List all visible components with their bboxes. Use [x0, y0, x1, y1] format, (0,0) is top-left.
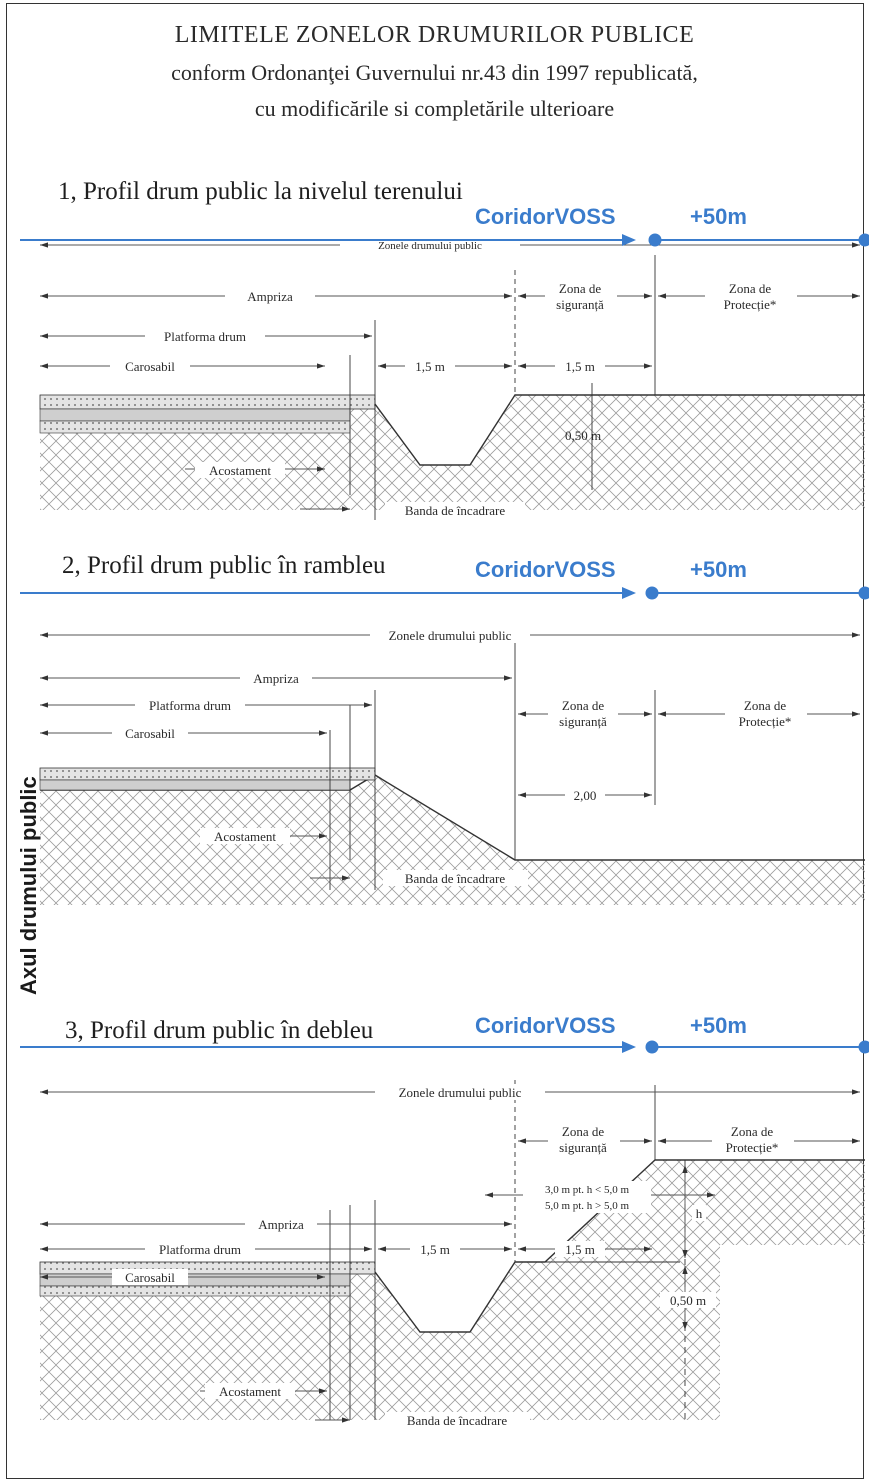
p3-h-label: h — [696, 1206, 703, 1221]
p3-zones-label: Zonele drumului public — [399, 1085, 522, 1100]
p2-platforma-label: Platforma drum — [149, 698, 231, 713]
p3-protect-label-2: Protecție* — [726, 1140, 779, 1155]
p2-dim-a: 2,00 — [574, 788, 597, 803]
p3-safety-label-2: siguranță — [559, 1140, 607, 1155]
corridor-node-1a — [648, 233, 662, 247]
p1-dim-c: 0,50 m — [565, 428, 601, 443]
profile-3-ground — [40, 1160, 865, 1420]
corridor-node-3b — [858, 1040, 869, 1054]
corridor-node-2a — [645, 586, 659, 600]
p3-dim-a: 1,5 m — [420, 1242, 450, 1257]
p2-protect-label-2: Protecție* — [739, 714, 792, 729]
p2-zones-label: Zonele drumului public — [389, 628, 512, 643]
profile-3-heading: 3, Profil drum public în debleu — [65, 1017, 374, 1044]
p3-dim-c: 0,50 m — [670, 1293, 706, 1308]
profile-2-drawing: Zonele drumului public Ampriza Platforma… — [39, 627, 865, 905]
profile-1-pavement — [39, 394, 376, 410]
p1-ampriza-label: Ampriza — [247, 289, 293, 304]
corridor-node-2b — [858, 586, 869, 600]
p1-platforma-label: Platforma drum — [164, 329, 246, 344]
corridor-overlay-3 — [20, 1040, 869, 1054]
p3-acostament-label: Acostament — [219, 1384, 281, 1399]
corridor-node-1b — [858, 233, 869, 247]
p1-dim-a: 1,5 m — [415, 359, 445, 374]
extension-label-2: +50m — [690, 557, 747, 582]
p2-banda-label: Banda de încadrare — [405, 871, 506, 886]
p3-note-1: 3,0 m pt. h < 5,0 m — [545, 1184, 630, 1196]
p1-protect-label-2: Protecție* — [724, 297, 777, 312]
profile-2-pavement — [39, 767, 376, 781]
p2-safety-label-2: siguranță — [559, 714, 607, 729]
main-title: LIMITELE ZONELOR DRUMURILOR PUBLICE — [174, 22, 695, 48]
p3-safety-label-1: Zona de — [562, 1124, 604, 1139]
p2-acostament-label: Acostament — [214, 829, 276, 844]
page-frame — [6, 3, 864, 1479]
p2-safety-label-1: Zona de — [562, 698, 604, 713]
profile-1-drawing: Zonele drumului public Ampriza Zona de s… — [39, 238, 865, 520]
p3-note-2: 5,0 m pt. h > 5,0 m — [545, 1200, 630, 1212]
extension-label-1: +50m — [690, 204, 747, 229]
profile-3-drawing: Zonele drumului public Zona de siguranță… — [39, 1080, 865, 1428]
p1-protect-label-1: Zona de — [729, 281, 771, 296]
p3-banda-label: Banda de încadrare — [407, 1413, 508, 1428]
profile-1-heading: 1, Profil drum public la nivelul terenul… — [58, 178, 463, 205]
profile-2-ground — [40, 775, 865, 905]
subtitle-amendments: cu modificările si completările ulterioa… — [254, 96, 615, 121]
p3-dim-b: 1,5 m — [565, 1242, 595, 1257]
corridor-label-2: CoridorVOSS — [475, 557, 616, 582]
p1-banda-label: Banda de încadrare — [405, 503, 506, 518]
subtitle-ordinance: conform Ordonanţei Guvernului nr.43 din … — [171, 60, 698, 85]
p1-carosabil-label: Carosabil — [125, 359, 175, 374]
profile-3-pavement — [39, 1261, 376, 1275]
p1-dim-b: 1,5 m — [565, 359, 595, 374]
p3-platforma-label: Platforma drum — [159, 1242, 241, 1257]
corridor-overlay-1 — [20, 233, 869, 247]
p1-acostament-label: Acostament — [209, 463, 271, 478]
profile-2-heading: 2, Profil drum public în rambleu — [62, 552, 386, 579]
p2-protect-label-1: Zona de — [744, 698, 786, 713]
p2-ampriza-label: Ampriza — [253, 671, 299, 686]
corridor-label-1: CoridorVOSS — [475, 204, 616, 229]
corridor-node-3a — [645, 1040, 659, 1054]
p1-zones-label: Zonele drumului public — [378, 240, 482, 252]
extension-label-3: +50m — [690, 1013, 747, 1038]
p2-carosabil-label: Carosabil — [125, 726, 175, 741]
p3-ampriza-label: Ampriza — [258, 1217, 304, 1232]
corridor-overlay-2 — [20, 586, 869, 600]
p3-carosabil-label: Carosabil — [125, 1270, 175, 1285]
corridor-label-3: CoridorVOSS — [475, 1013, 616, 1038]
p1-safety-label-1: Zona de — [559, 281, 601, 296]
p1-safety-label-2: siguranță — [556, 297, 604, 312]
p3-protect-label-1: Zona de — [731, 1124, 773, 1139]
